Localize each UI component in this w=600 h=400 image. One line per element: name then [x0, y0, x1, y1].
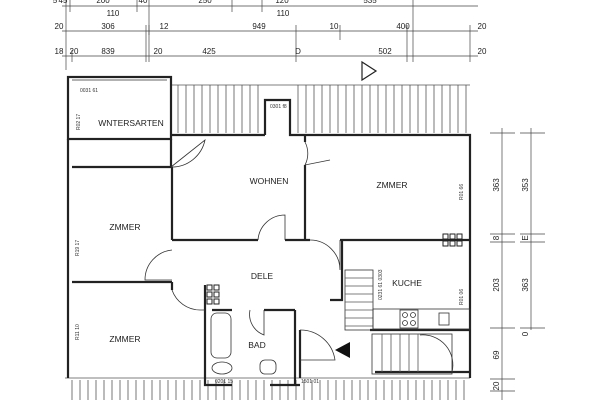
dim-row1-0: 5 [53, 0, 58, 5]
dim-row1-sub-0: 110 [107, 9, 120, 18]
dim-row3-3: 20 [154, 47, 163, 56]
dim-right-outer-0: 363 [492, 178, 501, 192]
dim-right-inner-2: 363 [521, 278, 530, 292]
door-zimmer-bottom[interactable] [171, 289, 205, 311]
dim-row1-3: 40 [139, 0, 148, 5]
room-kuche: KUCHE [392, 278, 422, 288]
dim-right-inner-1: E [521, 235, 530, 240]
dim-row3-5: D [295, 47, 301, 56]
dim-row3-0: 18 [55, 47, 64, 56]
flue [213, 291, 220, 298]
dim-row2-0: 20 [55, 22, 64, 31]
bathtub-icon [210, 312, 232, 359]
room-wohnen: WOHNEN [250, 176, 289, 186]
door-wintergarten[interactable] [170, 138, 206, 168]
door-zimmer-mid[interactable] [144, 249, 173, 281]
dim-right-inner-3: 0 [521, 331, 530, 336]
dim-right-inner-0: 353 [521, 178, 530, 192]
entrance-arrow-icon [335, 342, 350, 358]
dim-row2-6: 20 [478, 22, 487, 31]
room-zimmer-mid: ZMMER [109, 222, 140, 232]
tag-zimmer-mid: R19 17 [75, 240, 81, 256]
tag-zimmer-right: R01 66 [459, 184, 465, 200]
dim-row3-1: 20 [70, 47, 79, 56]
room-zimmer-bottom: ZMMER [109, 334, 140, 344]
flue [449, 240, 456, 247]
dim-row3-2: 839 [101, 47, 115, 56]
dim-row1-sub-1: 110 [277, 9, 290, 18]
stairs [344, 269, 454, 375]
door-zimmer-right[interactable] [304, 141, 331, 166]
dim-row3-7: 20 [478, 47, 487, 56]
door-wohnen[interactable] [257, 214, 286, 241]
washbasin-icon [259, 359, 277, 375]
dimension-lines: 5 45 200 40 250 120 535 110 110 20 306 1… [53, 0, 545, 400]
tag-wintergarten: 0031 61 [80, 88, 98, 94]
flue [442, 240, 449, 247]
dim-row1-5: 120 [275, 0, 289, 5]
kitchen-counter [372, 308, 471, 330]
tag-bad: 0201 15 [215, 379, 233, 385]
dim-row3-4: 425 [202, 47, 216, 56]
tag-kuche-note: 0231 61 0303 [378, 269, 384, 300]
dim-row1-4: 250 [198, 0, 212, 5]
dim-row2-3: 949 [252, 22, 266, 31]
flue [213, 284, 220, 291]
flue [213, 298, 220, 305]
dim-row2-1: 306 [101, 22, 115, 31]
flue [449, 233, 456, 240]
toilet-icon [211, 361, 233, 375]
door-kuche[interactable] [309, 239, 341, 271]
dim-right-outer-2: 203 [492, 278, 501, 292]
door-bad[interactable] [249, 309, 265, 336]
chimney-kuche [442, 233, 463, 247]
flue [442, 233, 449, 240]
doors [144, 138, 341, 361]
dim-row1-1: 45 [59, 0, 68, 5]
tag-bottom: 1501 01 [301, 379, 319, 385]
dim-row2-2: 12 [160, 22, 169, 31]
door-entrance[interactable] [299, 329, 336, 361]
flue [206, 284, 213, 291]
flue [206, 298, 213, 305]
tag-zimmer-bottom: R11 10 [75, 324, 81, 340]
section-marker-icon [361, 60, 378, 82]
dim-right-outer-1: 8 [492, 235, 501, 240]
dim-row2-5: 400 [396, 22, 410, 31]
dim-row1-2: 200 [96, 0, 110, 5]
flue [456, 240, 463, 247]
tag-wohnen-stub: 0301 f8 [270, 104, 287, 110]
chimney-bad [206, 284, 220, 305]
dim-row1-6: 535 [363, 0, 377, 5]
sink-icon [438, 312, 450, 326]
dim-row2-4: 10 [330, 22, 339, 31]
room-zimmer-right: ZMMER [376, 180, 407, 190]
tag-wintergarten-side: R02 17 [76, 114, 82, 130]
balcony-hatch [171, 84, 470, 133]
bottom-hatch [65, 377, 470, 400]
flue [456, 233, 463, 240]
room-diele: DELE [251, 271, 274, 281]
dim-row3-6: 502 [378, 47, 392, 56]
tag-kuche: R01 06 [459, 289, 465, 305]
stove-icon [399, 309, 419, 329]
room-wintergarten: WNTERSARTEN [98, 118, 164, 128]
dim-right-outer-4: 20 [492, 381, 501, 390]
dim-right-outer-3: 69 [492, 350, 501, 359]
room-bad: BAD [248, 340, 265, 350]
flue [206, 291, 213, 298]
